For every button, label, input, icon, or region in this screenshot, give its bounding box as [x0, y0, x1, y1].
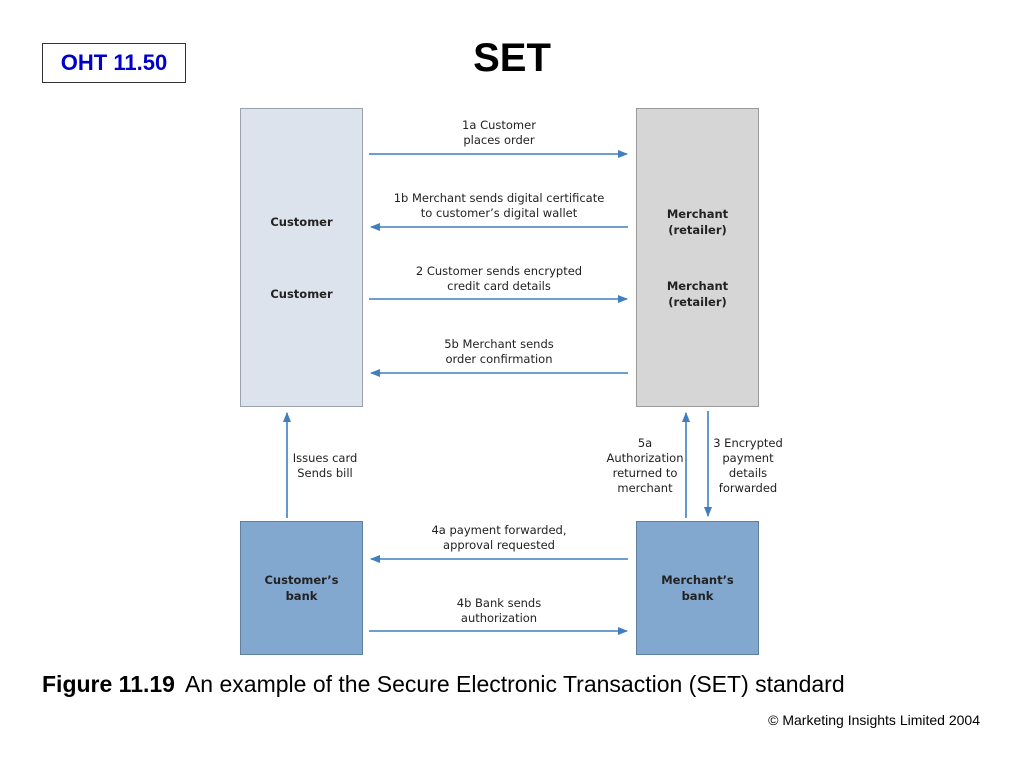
copyright-notice: © Marketing Insights Limited 2004: [768, 712, 980, 728]
figure-caption: Figure 11.19 An example of the Secure Ele…: [42, 670, 845, 698]
customer-bank-label-line2: bank: [285, 589, 318, 603]
slide-title: SET: [473, 36, 551, 80]
customer-label-1: Customer: [270, 214, 333, 229]
customer-box: Customer Customer: [240, 108, 363, 407]
slide-number-badge: OHT 11.50: [42, 43, 186, 83]
figure-caption-text: An example of the Secure Electronic Tran…: [184, 671, 845, 697]
merchant-box: Merchant (retailer) Merchant (retailer): [636, 108, 759, 407]
merchant-label-2: Merchant (retailer): [666, 278, 729, 309]
figure-number: Figure 11.19: [42, 671, 175, 697]
merchant-label-1: Merchant (retailer): [666, 206, 729, 237]
customer-bank-label-line1: Customer’s: [264, 573, 339, 587]
merchant-bank-label-line2: bank: [681, 589, 714, 603]
flow-label-4a: 4a payment forwarded,approval requested: [431, 523, 567, 552]
customer-bank-box: Customer’s bank: [240, 521, 363, 655]
merchant-bank-box: Merchant’s bank: [636, 521, 759, 655]
customer-label-2: Customer: [270, 286, 333, 301]
merchant-bank-label-line1: Merchant’s: [661, 573, 734, 587]
